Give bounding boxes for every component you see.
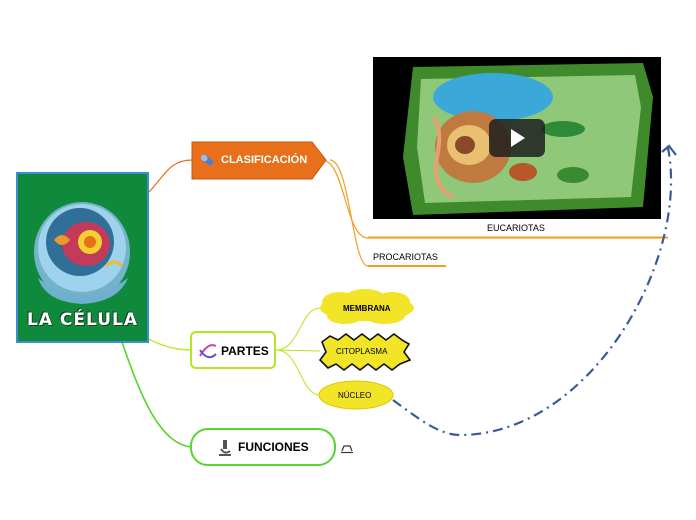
play-button[interactable]	[489, 119, 545, 157]
connector-eucariotas	[321, 159, 668, 239]
membrana-label[interactable]: MEMBRANA	[343, 304, 391, 313]
relationship-arrowhead	[661, 144, 677, 156]
partes-label: PARTES	[221, 344, 269, 358]
connector-procariotas	[329, 159, 446, 267]
connector-clasificacion	[148, 159, 193, 193]
funciones-label: FUNCIONES	[238, 440, 309, 454]
nucleo-label[interactable]: NÚCLEO	[338, 391, 372, 400]
pill-icon	[198, 151, 216, 174]
connector-membrana	[275, 307, 321, 351]
central-node[interactable]: LA CÉLULA	[16, 172, 149, 343]
connector-funciones	[121, 341, 193, 448]
microscope-icon	[217, 439, 233, 462]
citoplasma-label[interactable]: CITOPLASMA	[336, 347, 388, 356]
play-icon	[511, 129, 525, 147]
procariotas-label[interactable]: PROCARIOTAS	[373, 252, 438, 262]
partes-node[interactable]: PARTES	[190, 331, 276, 369]
central-title: LA CÉLULA	[26, 310, 139, 330]
clasificacion-node[interactable]: CLASIFICACIÓN	[221, 154, 308, 166]
funciones-node[interactable]: FUNCIONES	[190, 428, 336, 466]
dna-icon	[198, 342, 218, 365]
video-thumbnail[interactable]	[373, 57, 661, 219]
connector-citoplasma	[275, 349, 321, 352]
connector-nucleo	[275, 349, 321, 396]
eucariotas-label[interactable]: EUCARIOTAS	[487, 223, 545, 233]
relationship-link	[392, 147, 673, 437]
collapse-toggle-icon[interactable]	[341, 441, 353, 459]
cell-illustration	[34, 202, 130, 304]
